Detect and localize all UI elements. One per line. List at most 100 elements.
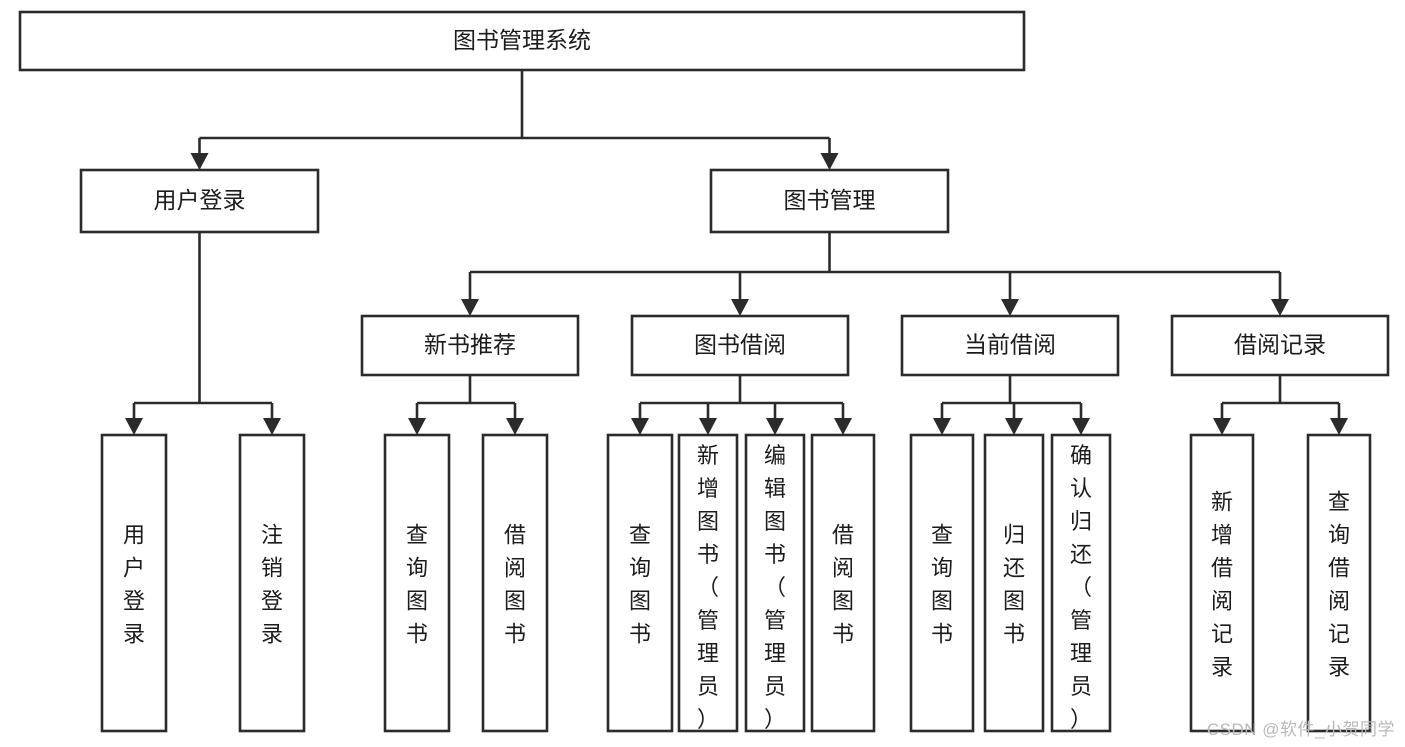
arrow-head-book-management-1 xyxy=(731,299,749,316)
node-box-book-management xyxy=(709,168,950,234)
node-box-leaf-add-book-admin xyxy=(677,433,739,733)
node-current-borrow[interactable]: 当前借阅 xyxy=(900,314,1120,377)
node-label-char-leaf-confirm-return-admin: 还 xyxy=(1070,542,1092,567)
node-label-char-leaf-borrow-book: 阅 xyxy=(832,556,854,581)
arrow-head-root-0 xyxy=(190,153,209,170)
node-box-leaf-add-borrow-record xyxy=(1189,433,1255,733)
node-label-char-leaf-confirm-return-admin: 归 xyxy=(1070,509,1092,534)
node-label-char-leaf-edit-book-admin: 辑 xyxy=(764,476,786,501)
node-label-char-leaf-query-borrow-record: 询 xyxy=(1328,523,1350,548)
node-label-char-leaf-confirm-return-admin: 理 xyxy=(1070,641,1092,666)
node-label-char-leaf-user-login: 户 xyxy=(123,556,145,581)
node-label-char-leaf-add-book-admin: 新 xyxy=(697,443,719,468)
node-label-char-leaf-borrow-book-rec: 借 xyxy=(504,523,526,548)
node-label-char-leaf-confirm-return-admin: 认 xyxy=(1070,476,1092,501)
node-label-char-leaf-add-borrow-record: 记 xyxy=(1211,622,1233,647)
node-label-char-leaf-query-borrow-record: 阅 xyxy=(1328,589,1350,614)
node-label-char-leaf-add-book-admin: （ xyxy=(697,575,719,600)
node-label-char-leaf-add-book-admin: 增 xyxy=(697,476,719,501)
node-label-char-leaf-query-book-borrow: 书 xyxy=(629,622,651,647)
node-label-char-leaf-edit-book-admin: 编 xyxy=(764,443,786,468)
node-label-char-leaf-query-book-borrow: 图 xyxy=(629,589,651,614)
node-label-char-leaf-logout: 注 xyxy=(261,523,283,548)
node-label-char-leaf-return-book: 书 xyxy=(1003,622,1025,647)
node-label-new-book-recommend: 新书推荐 xyxy=(424,332,516,358)
arrow-head-book-management-2 xyxy=(1001,299,1019,316)
node-label-char-leaf-query-book-rec: 查 xyxy=(406,523,428,548)
arrow-head-leaf-current-borrow-0 xyxy=(933,418,951,435)
node-label-char-leaf-logout: 登 xyxy=(261,589,283,614)
node-box-root xyxy=(18,10,1026,72)
arrow-head-leaf-user-login-0 xyxy=(125,418,143,435)
node-label-char-leaf-confirm-return-admin: ） xyxy=(1070,707,1092,732)
node-label-char-leaf-query-borrow-record: 借 xyxy=(1328,556,1350,581)
node-label-char-leaf-add-borrow-record: 新 xyxy=(1211,490,1233,515)
node-label-char-leaf-query-borrow-record: 查 xyxy=(1328,490,1350,515)
node-label-char-leaf-add-borrow-record: 借 xyxy=(1211,556,1233,581)
node-label-char-leaf-confirm-return-admin: 管 xyxy=(1070,608,1092,633)
node-book-borrow[interactable]: 图书借阅 xyxy=(630,314,850,377)
node-root[interactable]: 图书管理系统 xyxy=(18,10,1026,72)
node-new-book-recommend[interactable]: 新书推荐 xyxy=(360,314,580,377)
node-label-char-leaf-borrow-book: 书 xyxy=(832,622,854,647)
node-box-leaf-logout xyxy=(238,433,306,733)
node-box-leaf-query-book-rec xyxy=(383,433,451,733)
node-label-char-leaf-edit-book-admin: 图 xyxy=(764,509,786,534)
node-label-book-management: 图书管理 xyxy=(784,187,876,213)
arrow-head-book-management-3 xyxy=(1271,299,1289,316)
node-label-book-borrow: 图书借阅 xyxy=(694,332,786,358)
node-label-char-leaf-add-borrow-record: 增 xyxy=(1211,523,1233,548)
arrow-head-leaf-book-borrow-0 xyxy=(631,418,649,435)
node-label-char-leaf-add-book-admin: ） xyxy=(697,707,719,732)
node-box-leaf-confirm-return-admin xyxy=(1050,433,1112,733)
node-label-root: 图书管理系统 xyxy=(453,27,591,53)
node-label-char-leaf-query-borrow-record: 记 xyxy=(1328,622,1350,647)
node-label-char-leaf-edit-book-admin: 理 xyxy=(764,641,786,666)
node-label-char-leaf-edit-book-admin: 书 xyxy=(764,542,786,567)
node-label-char-leaf-add-book-admin: 理 xyxy=(697,641,719,666)
node-book-management[interactable]: 图书管理 xyxy=(709,168,950,234)
node-label-char-leaf-return-book: 归 xyxy=(1003,523,1025,548)
node-label-char-leaf-return-book: 还 xyxy=(1003,556,1025,581)
node-label-borrow-records: 借阅记录 xyxy=(1234,332,1326,358)
node-box-leaf-query-book-current xyxy=(909,433,975,733)
node-label-char-leaf-add-borrow-record: 阅 xyxy=(1211,589,1233,614)
node-label-char-leaf-add-book-admin: 管 xyxy=(697,608,719,633)
node-label-char-leaf-add-book-admin: 图 xyxy=(697,509,719,534)
arrow-head-leaf-borrow-records-0 xyxy=(1213,418,1231,435)
node-box-leaf-borrow-book-rec xyxy=(481,433,549,733)
node-label-user-login: 用户登录 xyxy=(154,187,246,213)
node-label-char-leaf-add-borrow-record: 录 xyxy=(1211,655,1233,680)
node-box-current-borrow xyxy=(900,314,1120,377)
node-label-char-leaf-query-book-current: 询 xyxy=(931,556,953,581)
node-user-login[interactable]: 用户登录 xyxy=(79,168,320,234)
node-borrow-records[interactable]: 借阅记录 xyxy=(1170,314,1390,377)
node-leaf-user-login[interactable]: 用户登录 xyxy=(100,433,168,733)
node-label-char-leaf-logout: 录 xyxy=(261,622,283,647)
arrow-head-leaf-new-book-recommend-1 xyxy=(506,418,524,435)
arrow-head-leaf-book-borrow-2 xyxy=(766,418,784,435)
node-label-char-leaf-query-book-borrow: 询 xyxy=(629,556,651,581)
arrow-head-book-management-0 xyxy=(461,299,479,316)
node-label-char-leaf-borrow-book-rec: 阅 xyxy=(504,556,526,581)
node-label-char-leaf-confirm-return-admin: （ xyxy=(1070,575,1092,600)
connector-layer xyxy=(125,70,1348,435)
node-box-leaf-query-borrow-record xyxy=(1306,433,1372,733)
arrow-head-leaf-book-borrow-3 xyxy=(834,418,852,435)
arrow-head-leaf-user-login-1 xyxy=(263,418,281,435)
node-label-char-leaf-user-login: 录 xyxy=(123,622,145,647)
